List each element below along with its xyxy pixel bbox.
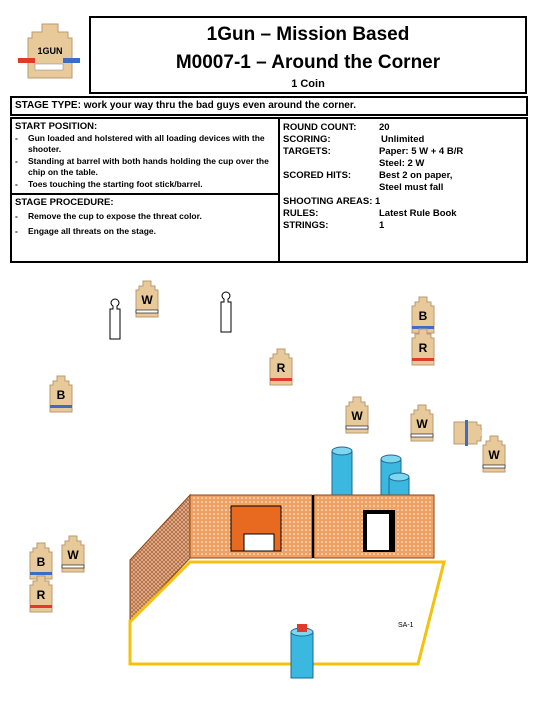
list-item: Remove the cup to expose the threat colo… bbox=[12, 211, 278, 222]
steel-popper bbox=[220, 291, 232, 333]
stage-diagram bbox=[0, 270, 540, 720]
target-letter: R bbox=[37, 588, 46, 602]
strings-value: 1 bbox=[379, 220, 385, 231]
start-position-list: Gun loaded and holstered with all loadin… bbox=[12, 133, 278, 190]
targets-label: TARGETS: bbox=[283, 146, 331, 157]
stage-procedure-heading: STAGE PROCEDURE: bbox=[15, 197, 114, 208]
target-white: W bbox=[481, 435, 506, 473]
barrel bbox=[331, 446, 353, 500]
target-white: W bbox=[60, 535, 85, 573]
target-letter: B bbox=[57, 388, 66, 402]
coin-count: 1 Coin bbox=[291, 78, 325, 90]
scoring-label: SCORING: bbox=[283, 134, 331, 145]
target-blue: B bbox=[28, 542, 53, 580]
start-position-heading: START POSITION: bbox=[15, 121, 98, 132]
shooting-areas-value: 1 bbox=[375, 196, 381, 207]
stage-info-box: START POSITION: Gun loaded and holstered… bbox=[10, 117, 528, 263]
target-letter: R bbox=[419, 341, 428, 355]
targets-value-paper: Paper: 5 W + 4 B/R bbox=[379, 146, 464, 157]
steel-popper bbox=[109, 298, 121, 340]
stage-type: STAGE TYPE: work your way thru the bad g… bbox=[10, 96, 528, 116]
shooting-areas-label: SHOOTING AREAS: bbox=[283, 196, 373, 207]
target-white: W bbox=[134, 280, 159, 318]
start-barrel bbox=[290, 624, 314, 679]
side-wall bbox=[129, 493, 191, 624]
target-red: R bbox=[28, 575, 53, 613]
fault-line bbox=[128, 560, 446, 666]
target-letter: B bbox=[37, 555, 46, 569]
target-red: R bbox=[410, 328, 435, 366]
list-item: Gun loaded and holstered with all loadin… bbox=[12, 133, 278, 155]
scored-hits-label: SCORED HITS: bbox=[283, 170, 352, 181]
round-count-value: 20 bbox=[379, 122, 390, 133]
target-red: R bbox=[268, 348, 293, 386]
stage-info-right: ROUND COUNT: 20 SCORING: Unlimited TARGETS… bbox=[280, 119, 526, 261]
target-white: W bbox=[344, 396, 369, 434]
round-count-label: ROUND COUNT: bbox=[283, 122, 357, 133]
scored-hits-value-1: Best 2 on paper, bbox=[379, 170, 453, 181]
target-letter: W bbox=[141, 293, 153, 307]
divider bbox=[12, 193, 278, 195]
shooting-area-label: SA-1 bbox=[398, 622, 414, 629]
rules-label: RULES: bbox=[283, 208, 319, 219]
rules-value: Latest Rule Book bbox=[379, 208, 457, 219]
logo: 1GUN bbox=[15, 22, 85, 80]
list-item: Standing at barrel with both hands holdi… bbox=[12, 156, 278, 178]
target-letter: W bbox=[67, 548, 79, 562]
target-letter: R bbox=[277, 361, 286, 375]
target-blue-red-tilted bbox=[452, 408, 482, 446]
list-item: Engage all threats on the stage. bbox=[12, 226, 278, 237]
target-letter: W bbox=[351, 409, 363, 423]
title-box: 1Gun – Mission Based M0007-1 – Around th… bbox=[89, 16, 527, 94]
list-item: Toes touching the starting foot stick/ba… bbox=[12, 179, 278, 190]
target-letter: W bbox=[488, 448, 500, 462]
scored-hits-value-2: Steel must fall bbox=[379, 182, 444, 193]
stage-procedure-list: Remove the cup to expose the threat colo… bbox=[12, 211, 278, 237]
target-letter: W bbox=[416, 417, 428, 431]
strings-label: STRINGS: bbox=[283, 220, 329, 231]
logo-text: 1GUN bbox=[37, 46, 63, 56]
target-white: W bbox=[409, 404, 434, 442]
scoring-value: Unlimited bbox=[381, 134, 425, 145]
page-title: 1Gun – Mission Based bbox=[206, 24, 410, 45]
target-blue: B bbox=[410, 296, 435, 334]
targets-value-steel: Steel: 2 W bbox=[379, 158, 425, 169]
target-blue: B bbox=[48, 375, 73, 413]
stage-name: M0007-1 – Around the Corner bbox=[175, 52, 441, 73]
target-letter: B bbox=[419, 309, 428, 323]
stage-info-left: START POSITION: Gun loaded and holstered… bbox=[12, 119, 280, 261]
